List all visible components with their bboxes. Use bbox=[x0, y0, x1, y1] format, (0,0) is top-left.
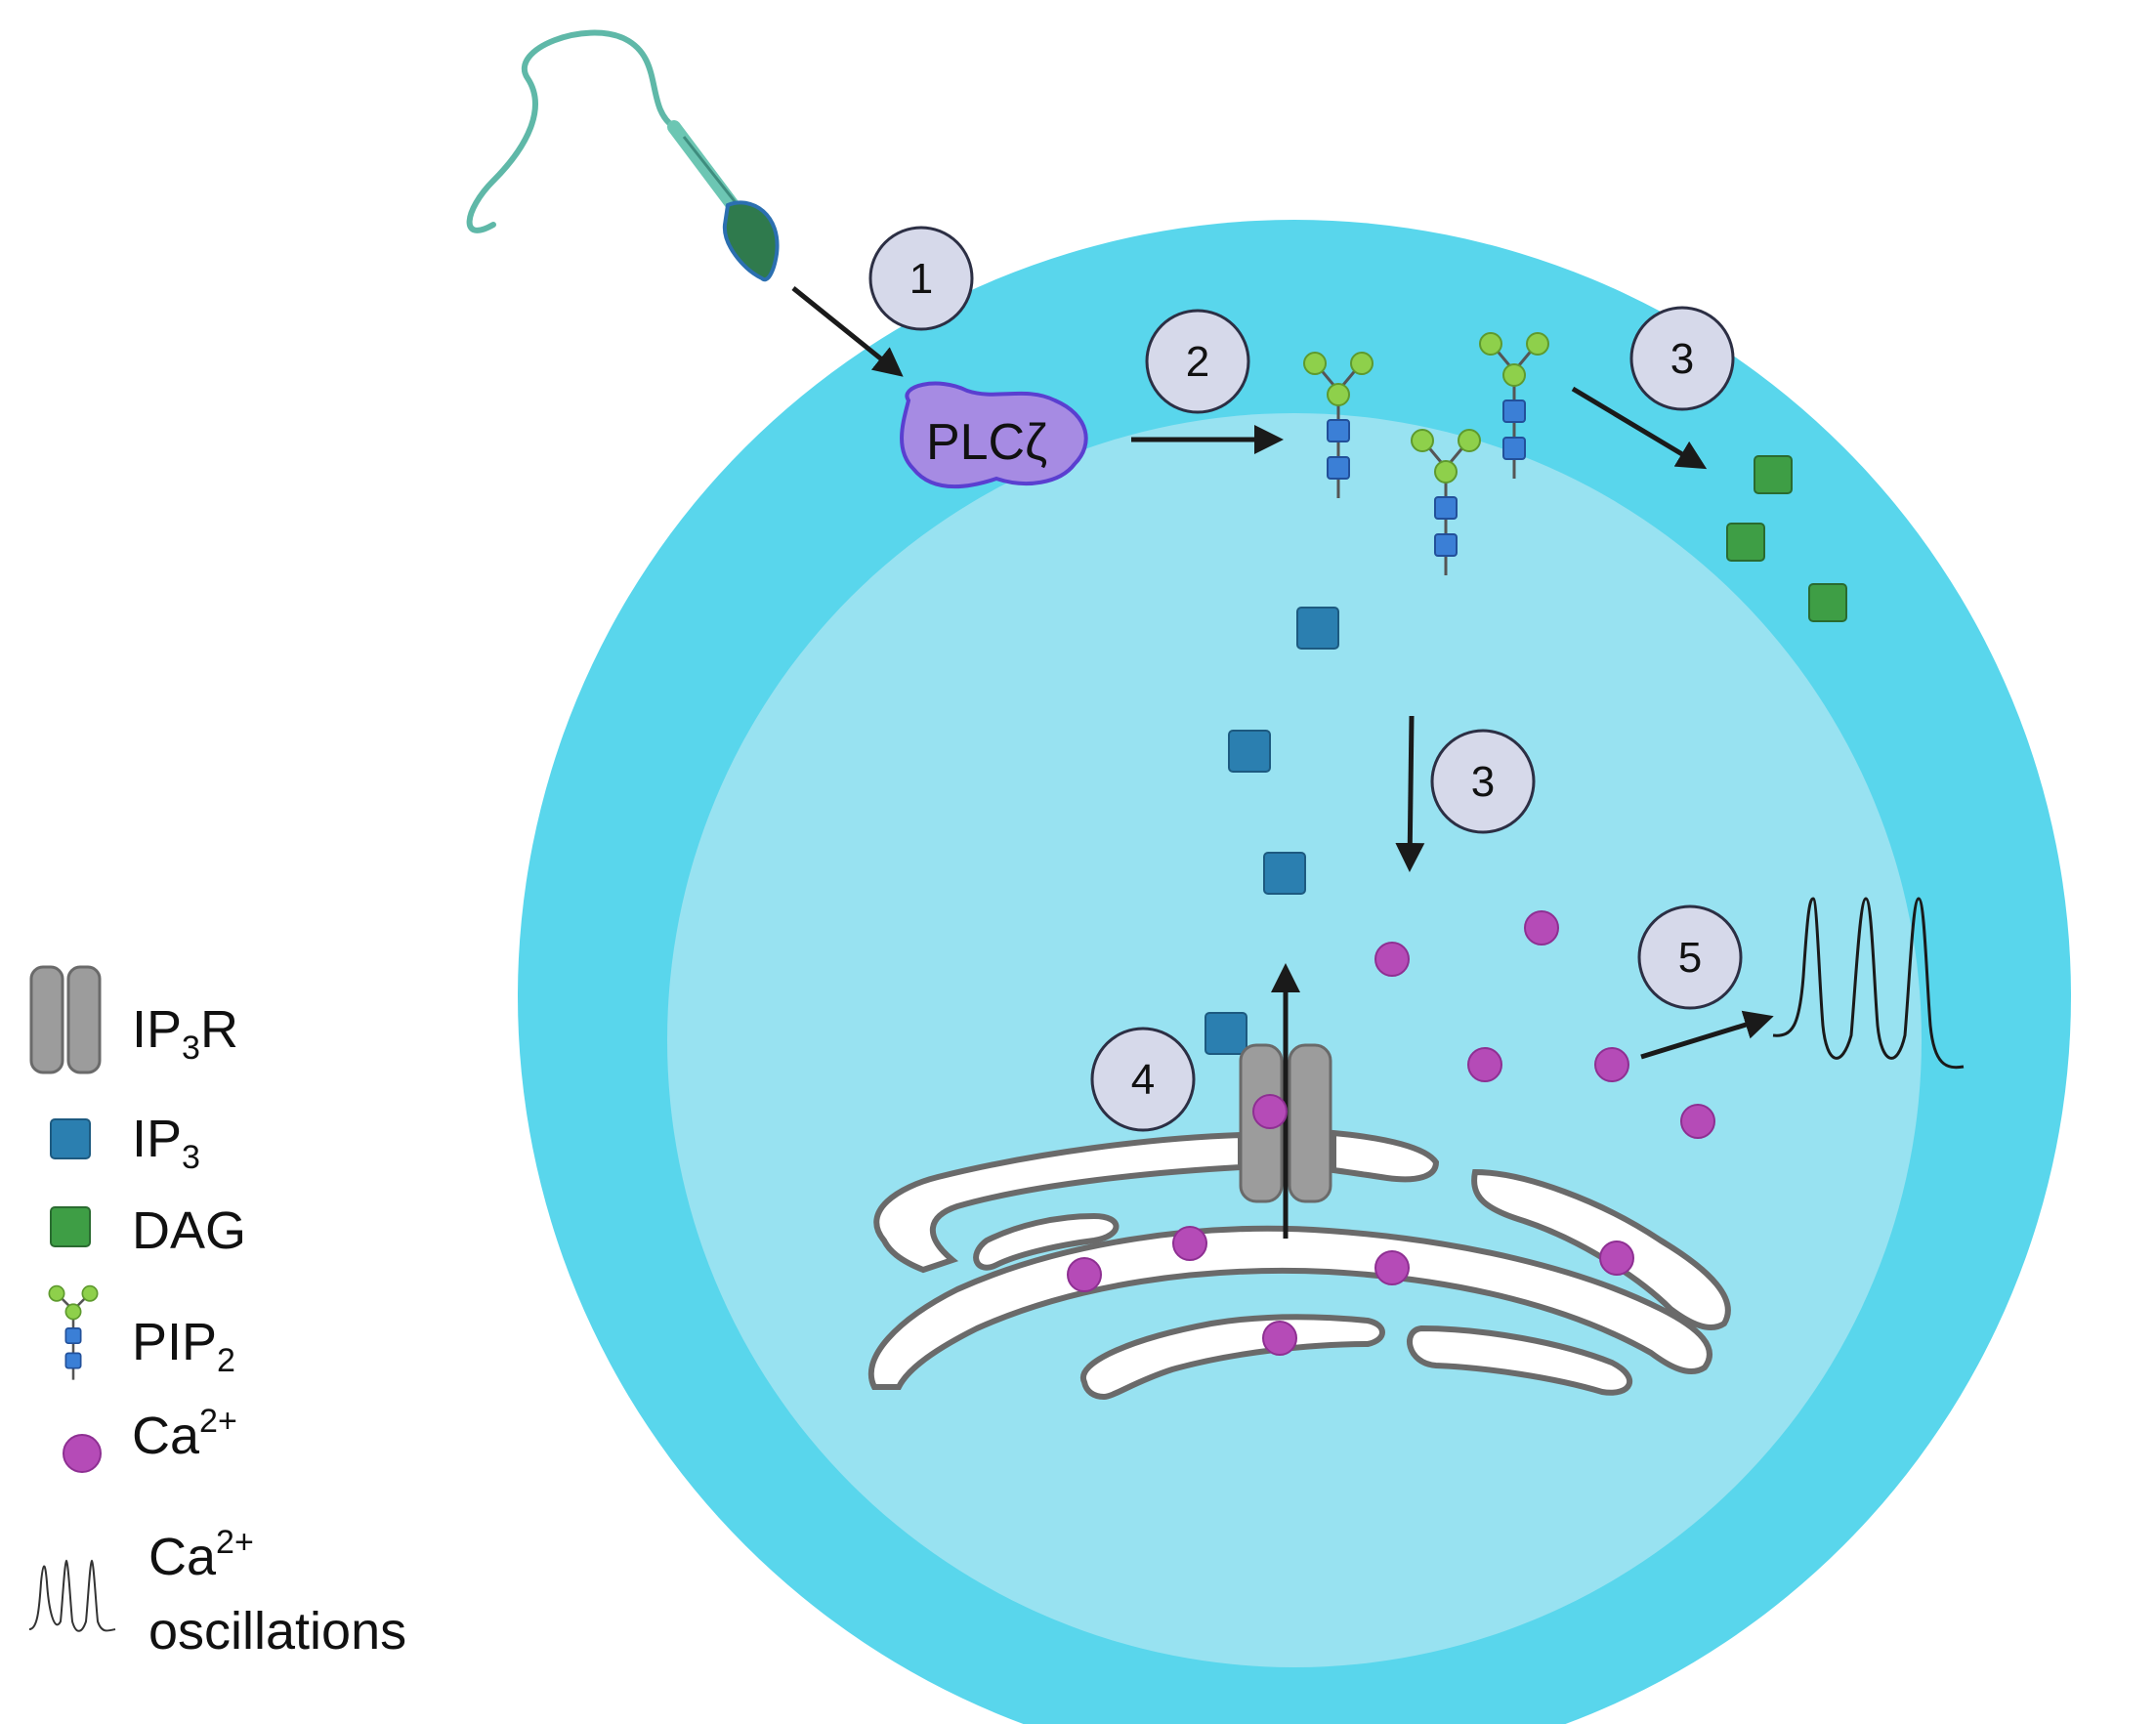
ip3-molecule-3 bbox=[1263, 852, 1306, 895]
legend-oscillations-line1: Ca2+ bbox=[148, 1524, 254, 1586]
ip3-molecule-4 bbox=[1205, 1012, 1247, 1055]
svg-text:3: 3 bbox=[1471, 758, 1495, 806]
plc-zeta-label: PLCζ bbox=[926, 414, 1047, 471]
legend-calcium: Ca2+ bbox=[63, 1403, 237, 1473]
dag-molecule-1 bbox=[1754, 455, 1793, 494]
calcium-ion bbox=[1262, 1321, 1297, 1356]
calcium-ions bbox=[1067, 910, 1715, 1356]
arrow-pip2-to-dag bbox=[1571, 386, 1708, 470]
calcium-ion bbox=[1467, 1047, 1502, 1082]
dag-icon bbox=[50, 1206, 91, 1247]
svg-text:4: 4 bbox=[1131, 1056, 1155, 1104]
plc-zeta-enzyme: PLCζ bbox=[900, 381, 1088, 489]
svg-text:5: 5 bbox=[1678, 934, 1702, 982]
step-marker-2: 2 bbox=[1145, 309, 1250, 414]
calcium-ion bbox=[1252, 1094, 1288, 1129]
ip3-icon bbox=[50, 1118, 91, 1159]
dag-molecule-2 bbox=[1726, 523, 1765, 562]
legend-ip3-label: IP3 bbox=[132, 1110, 200, 1176]
legend-calcium-label: Ca2+ bbox=[132, 1403, 237, 1465]
step-marker-3-dag: 3 bbox=[1629, 306, 1735, 411]
step-marker-3-ip3: 3 bbox=[1430, 729, 1536, 834]
legend-ip3r: IP3R bbox=[29, 965, 238, 1074]
legend-ip3: IP3 bbox=[50, 1110, 200, 1176]
arrow-ip3-down bbox=[1395, 715, 1425, 872]
calcium-ion bbox=[1172, 1226, 1207, 1261]
calcium-ion bbox=[1594, 1047, 1629, 1082]
pip2-icon bbox=[48, 1284, 99, 1380]
svg-text:1: 1 bbox=[909, 255, 933, 303]
step-marker-1: 1 bbox=[868, 226, 974, 331]
calcium-icon bbox=[63, 1434, 102, 1473]
legend-pip2-label: PIP2 bbox=[132, 1313, 235, 1379]
ip3-molecule-1 bbox=[1296, 607, 1339, 650]
step-marker-5: 5 bbox=[1637, 904, 1743, 1010]
arrow-to-oscillations bbox=[1640, 1010, 1774, 1060]
calcium-oscillation-trace bbox=[1772, 897, 1965, 1070]
legend: IP3R IP3 DAG PIP2 Ca2+ bbox=[28, 965, 406, 1661]
sperm-icon bbox=[466, 29, 780, 282]
svg-text:3: 3 bbox=[1670, 335, 1694, 383]
arrow-sperm-to-plc bbox=[791, 286, 904, 377]
calcium-ion bbox=[1524, 910, 1559, 946]
svg-text:2: 2 bbox=[1186, 338, 1209, 386]
calcium-ion bbox=[1374, 1250, 1410, 1285]
legend-ip3r-label: IP3R bbox=[132, 1000, 238, 1067]
legend-dag: DAG bbox=[50, 1201, 246, 1260]
legend-oscillations-line2: oscillations bbox=[148, 1602, 406, 1661]
legend-pip2: PIP2 bbox=[48, 1284, 235, 1380]
calcium-ion bbox=[1374, 942, 1410, 977]
step-marker-4: 4 bbox=[1090, 1027, 1196, 1132]
legend-dag-label: DAG bbox=[132, 1201, 246, 1260]
oscillation-icon bbox=[28, 1559, 116, 1632]
dag-molecule-3 bbox=[1808, 583, 1847, 622]
legend-oscillations: Ca2+ oscillations bbox=[28, 1524, 406, 1661]
calcium-ion bbox=[1680, 1104, 1715, 1139]
calcium-ion bbox=[1599, 1240, 1634, 1276]
ip3r-icon bbox=[29, 965, 64, 1074]
calcium-ion bbox=[1067, 1257, 1102, 1292]
ip3-molecule-2 bbox=[1228, 730, 1271, 773]
cell-cytoplasm bbox=[667, 413, 1922, 1667]
